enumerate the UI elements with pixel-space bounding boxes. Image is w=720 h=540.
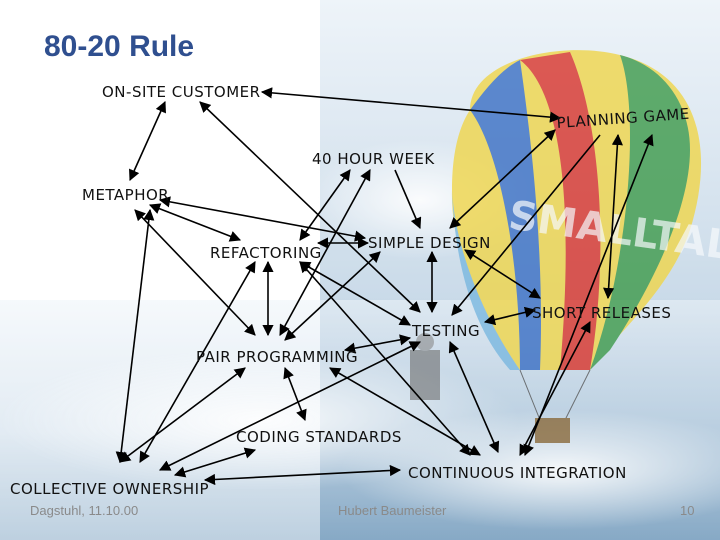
edge-pair-coding: [283, 366, 307, 422]
edge-short-continuous: [519, 321, 591, 456]
node-continuous-integration: CONTINUOUS INTEGRATION: [408, 464, 627, 482]
footer-left: Dagstuhl, 11.10.00: [30, 503, 139, 518]
node-collective-ownership: COLLECTIVE OWNERSHIP: [10, 480, 209, 498]
edge-onsite-metaphor: [129, 100, 166, 182]
edge-pair-continuous: [329, 367, 481, 456]
node-onsite-customer: ON-SITE CUSTOMER: [102, 83, 261, 101]
footer-center: Hubert Baumeister: [338, 503, 447, 518]
node-simple-design: SIMPLE DESIGN: [368, 234, 491, 252]
edge-collective-continuous: [203, 464, 402, 486]
edges: [115, 87, 654, 486]
footer-page-number: 10: [680, 503, 695, 518]
edge-pair-collective: [119, 367, 246, 463]
edge-simple-pair: [284, 251, 381, 341]
node-testing: TESTING: [411, 322, 480, 340]
slide-title: 80-20 Rule: [44, 30, 195, 63]
edge-hour40-simple: [394, 169, 422, 230]
edge-metaphor-refactoring: [148, 203, 242, 242]
node-40-hour-week: 40 HOUR WEEK: [312, 150, 435, 168]
edge-testing-short: [483, 306, 537, 326]
node-coding-standards: CODING STANDARDS: [236, 428, 402, 446]
edge-simple-short: [464, 249, 541, 299]
node-refactoring: REFACTORING: [210, 244, 322, 262]
edge-coding-collective: [173, 447, 257, 478]
node-short-releases: SHORT RELEASES: [532, 304, 671, 322]
node-metaphor: METAPHOR: [82, 186, 169, 204]
node-pair-programming: PAIR PROGRAMMING: [196, 348, 358, 366]
